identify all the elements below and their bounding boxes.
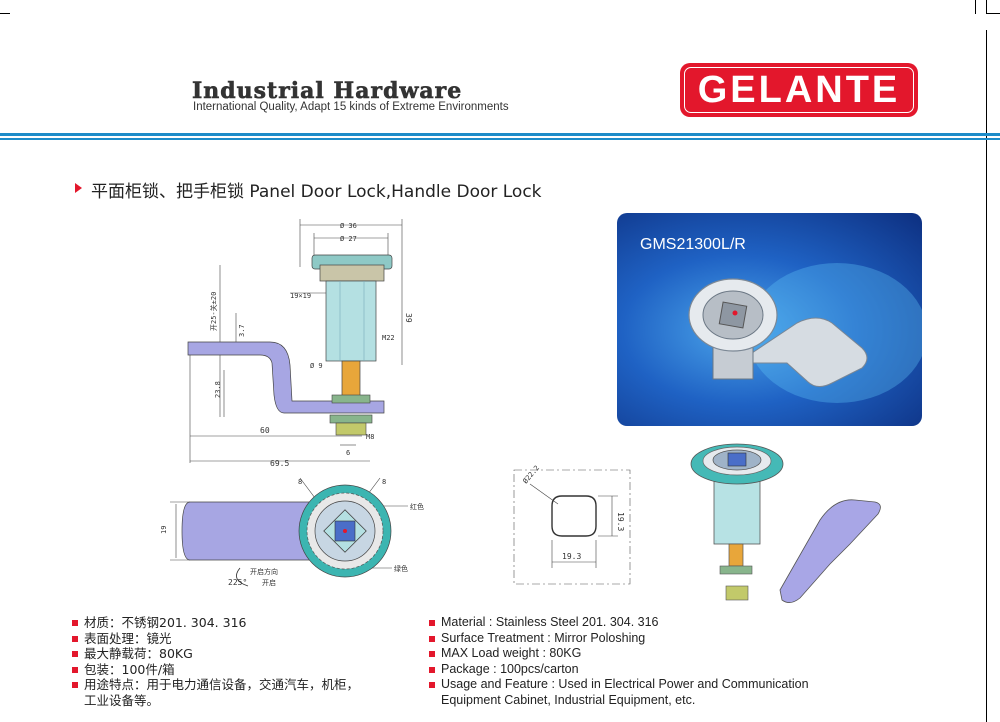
spec-text: Equipment Cabinet, Industrial Equipment,…	[441, 692, 696, 707]
dim-8a-label: 8	[298, 478, 302, 486]
spec-row: 材质：不锈钢201. 304. 316	[72, 615, 359, 631]
dim-offset-label: 3.7	[238, 324, 246, 337]
dim-outer-label: Ø 36	[340, 222, 357, 230]
spec-text: 用途特点：用于电力通信设备，交通汽车，机柜，	[84, 677, 360, 693]
specs-english: Material : Stainless Steel 201. 304. 316…	[429, 615, 809, 709]
crop-mark	[0, 13, 10, 14]
product-model-label: GMS21300L/R	[640, 236, 746, 253]
spec-row-continued: 工业设备等。	[72, 693, 359, 709]
top-view-drawing: 19 8 8 红色 绿色 开启方向 225° 开启	[160, 477, 424, 587]
rotation-label: 开启方向	[250, 567, 278, 576]
product-photo	[617, 213, 922, 426]
dim-inner-label: Ø 27	[340, 235, 357, 243]
thread2-label: M8	[366, 433, 374, 441]
dim-range-label: 开25-关±20	[209, 292, 218, 331]
dim-drop-label: 23.8	[214, 381, 222, 398]
section-title: 平面柜锁、把手柜锁 Panel Door Lock,Handle Door Lo…	[91, 182, 542, 202]
spec-row: 包装：100件/箱	[72, 662, 359, 678]
spec-row-continued: Equipment Cabinet, Industrial Equipment,…	[429, 693, 809, 709]
spec-text: 最大静载荷：80KG	[84, 646, 193, 662]
thread-label: M22	[382, 334, 395, 342]
color-green-label: 绿色	[394, 564, 408, 573]
dim-695-label: 69.5	[270, 459, 289, 468]
dim-shaft-label: Ø 9	[310, 362, 323, 370]
cutout-w-label: 19.3	[562, 552, 581, 561]
dim-60-label: 60	[260, 426, 270, 435]
spec-text: Surface Treatment : Mirror Poloshing	[441, 630, 646, 645]
cutout-h-label: 19.3	[616, 512, 625, 531]
brand-logo: GELANTE	[680, 63, 918, 117]
spec-text: 表面处理：镜光	[84, 630, 172, 646]
dim-8b-label: 8	[382, 478, 386, 486]
spec-row: 最大静载荷：80KG	[72, 646, 359, 662]
rotation-end-label: 开启	[262, 578, 276, 587]
header-title: Industrial Hardware	[192, 78, 463, 105]
dim-hex-label: 19×19	[290, 292, 311, 300]
dim-height-label: 39	[404, 313, 413, 323]
cutout-dia-label: Ø22.2	[521, 464, 541, 485]
header-rule-thin	[0, 138, 1000, 140]
spec-text: Package : 100pcs/carton	[441, 661, 579, 676]
spec-row: Material : Stainless Steel 201. 304. 316	[429, 615, 809, 631]
header-rule	[0, 133, 1000, 136]
product-render	[690, 443, 881, 603]
side-view-drawing: Ø 36 Ø 27 19×19 39 M22 Ø 9 开25-关±20 3.7 …	[187, 219, 413, 468]
spec-text: 包装：100件/箱	[84, 661, 175, 677]
specs-chinese: 材质：不锈钢201. 304. 316 表面处理：镜光 最大静载荷：80KG 包…	[72, 615, 359, 709]
crop-mark	[986, 0, 987, 14]
cutout-drawing: Ø22.2 19.3 19.3	[513, 464, 631, 585]
brand-logo-text: GELANTE	[697, 68, 901, 111]
spec-text: 材质：不锈钢201. 304. 316	[84, 615, 247, 630]
spec-row: MAX Load weight : 80KG	[429, 646, 809, 662]
spec-row: Surface Treatment : Mirror Poloshing	[429, 631, 809, 647]
section-arrow-icon	[75, 183, 82, 193]
spec-text: 工业设备等。	[84, 692, 160, 708]
color-red-label: 红色	[410, 502, 424, 511]
spec-text: Material : Stainless Steel 201. 304. 316	[441, 615, 659, 629]
spec-text: MAX Load weight : 80KG	[441, 646, 582, 661]
header-subtitle: International Quality, Adapt 15 kinds of…	[193, 101, 509, 113]
spec-row: 用途特点：用于电力通信设备，交通汽车，机柜，	[72, 677, 359, 693]
crop-mark	[986, 30, 987, 722]
spec-row: 表面处理：镜光	[72, 631, 359, 647]
dim-19-label: 19	[160, 526, 168, 534]
dim-6-label: 6	[346, 449, 350, 457]
spec-row: Package : 100pcs/carton	[429, 662, 809, 678]
crop-mark	[986, 13, 1000, 14]
spec-row: Usage and Feature : Used in Electrical P…	[429, 677, 809, 693]
rotation-angle-label: 225°	[228, 578, 247, 587]
spec-text: Usage and Feature : Used in Electrical P…	[441, 677, 809, 692]
crop-mark	[975, 0, 976, 14]
